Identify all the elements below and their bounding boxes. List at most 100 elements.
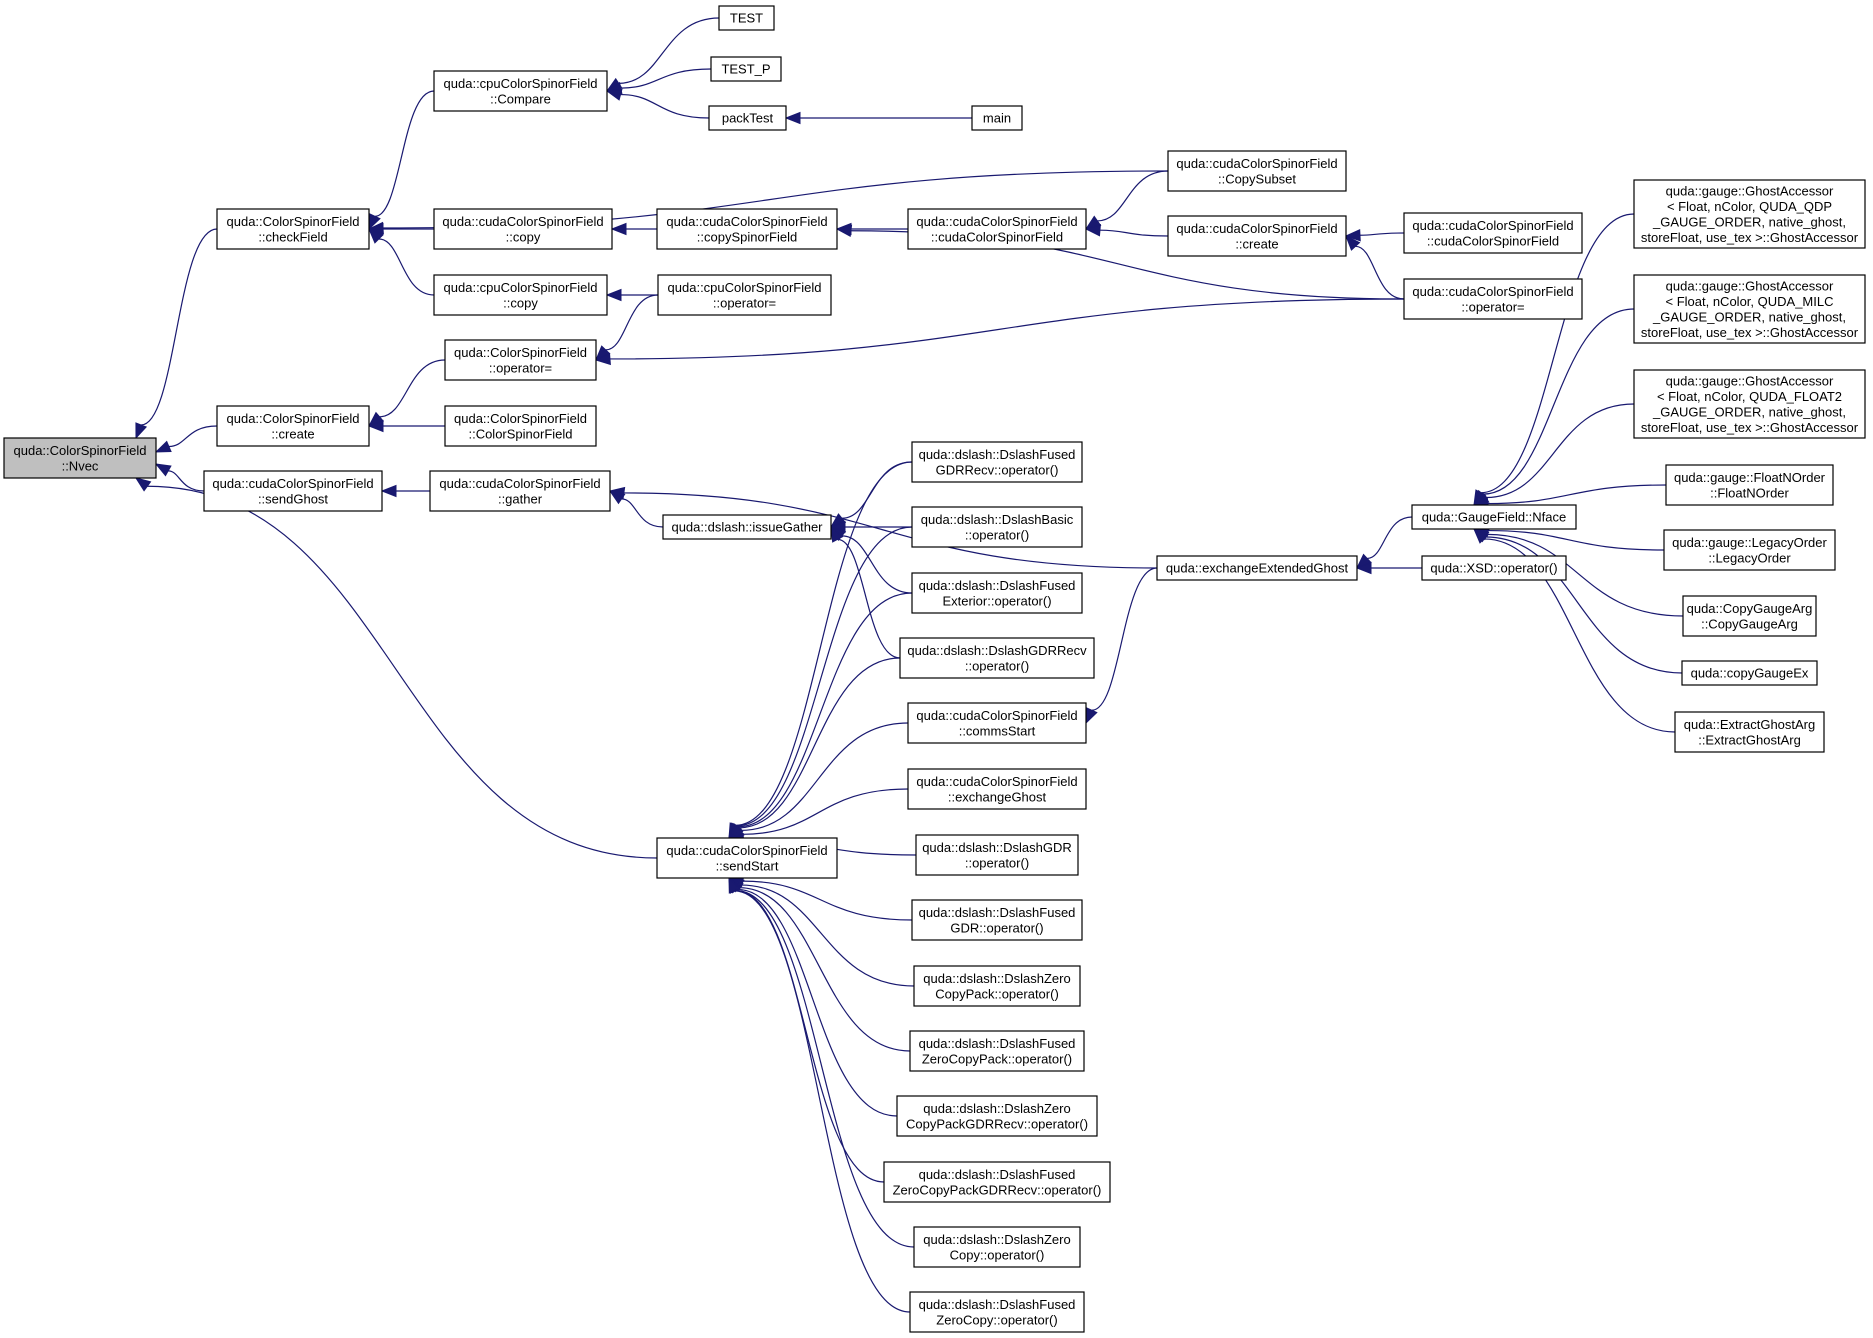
arrowhead-icon	[1355, 561, 1372, 575]
node-checkField[interactable]: quda::ColorSpinorField::checkField	[216, 208, 370, 250]
edge-line	[738, 657, 901, 829]
node-copySubset[interactable]: quda::cudaColorSpinorField::CopySubset	[1167, 150, 1347, 192]
edge-cpuOpEq-to-cpuCopy	[605, 288, 658, 302]
node-csfCreate[interactable]: quda::ColorSpinorField::create	[216, 405, 370, 447]
edge-line	[737, 592, 913, 828]
node-cpuCopy[interactable]: quda::cpuColorSpinorField::copy	[433, 274, 608, 316]
edge-line	[1483, 538, 1676, 733]
node-gather[interactable]: quda::cudaColorSpinorField::gather	[429, 470, 611, 512]
node-box	[911, 899, 1083, 941]
node-sendGhost[interactable]: quda::cudaColorSpinorField::sendGhost	[203, 470, 383, 512]
node-box	[718, 5, 775, 31]
node-csfOpEq[interactable]: quda::ColorSpinorField::operator=	[444, 339, 597, 381]
arrowhead-icon	[830, 525, 844, 543]
node-dGDRRecv[interactable]: quda::dslash::DslashGDRRecv::operator()	[899, 637, 1095, 679]
node-ghostFloat2[interactable]: quda::gauge::GhostAccessor< Float, nColo…	[1633, 369, 1866, 439]
node-floatNOrder[interactable]: quda::gauge::FloatNOrder::FloatNOrder	[1665, 464, 1834, 506]
arrowhead-icon	[1084, 224, 1101, 237]
node-packTest[interactable]: packTest	[708, 105, 787, 131]
node-csfCtor[interactable]: quda::ColorSpinorField::ColorSpinorField	[444, 405, 597, 447]
node-label: quda::GaugeField::Nface	[1422, 510, 1567, 525]
node-dfZeroCopyPackGDRRecv[interactable]: quda::dslash::DslashFusedZeroCopyPackGDR…	[883, 1161, 1111, 1203]
node-box	[216, 405, 370, 447]
node-label: Exterior::operator()	[942, 593, 1051, 608]
node-cudaCopy[interactable]: quda::cudaColorSpinorField::copy	[433, 208, 613, 250]
node-copySpinorField[interactable]: quda::cudaColorSpinorField::copySpinorFi…	[656, 208, 838, 250]
edge-dzCopyPackGDRRecv-to-sendStart	[728, 876, 898, 1117]
node-box	[1674, 711, 1825, 753]
node-label: ZeroCopyPack::operator()	[922, 1051, 1072, 1066]
node-cudaCreate[interactable]: quda::cudaColorSpinorField::create	[1167, 215, 1347, 257]
edge-line	[1487, 529, 1665, 551]
node-label: quda::ColorSpinorField	[454, 411, 587, 426]
node-label: ::operator()	[965, 658, 1029, 673]
node-label: quda::dslash::issueGather	[671, 520, 823, 535]
node-dfExterior[interactable]: quda::dslash::DslashFusedExterior::opera…	[911, 572, 1083, 614]
node-label: ::commsStart	[959, 723, 1036, 738]
node-dfZeroCopy[interactable]: quda::dslash::DslashFusedZeroCopy::opera…	[909, 1291, 1085, 1333]
node-label: quda::ColorSpinorField	[14, 443, 147, 458]
node-label: TEST_P	[721, 62, 770, 77]
node-box	[429, 470, 611, 512]
node-ghostQDP[interactable]: quda::gauge::GhostAccessor< Float, nColo…	[1633, 179, 1866, 249]
node-label: quda::copyGaugeEx	[1691, 666, 1809, 681]
node-dfGDRRecv[interactable]: quda::dslash::DslashFusedGDRRecv::operat…	[911, 441, 1083, 483]
node-extractGhostArg[interactable]: quda::ExtractGhostArg::ExtractGhostArg	[1674, 711, 1825, 753]
node-box	[203, 470, 383, 512]
node-box	[1167, 150, 1347, 192]
node-dfZeroCopyPack[interactable]: quda::dslash::DslashFusedZeroCopyPack::o…	[909, 1030, 1085, 1072]
edge-line	[1097, 170, 1169, 222]
node-test[interactable]: TEST	[718, 5, 775, 31]
node-cudaCtor2[interactable]: quda::cudaColorSpinorField::cudaColorSpi…	[1403, 212, 1583, 254]
node-cudaOpEq[interactable]: quda::cudaColorSpinorField::operator=	[1403, 278, 1583, 320]
node-box	[1665, 464, 1834, 506]
edge-line	[1485, 403, 1635, 499]
node-copyGaugeEx[interactable]: quda::copyGaugeEx	[1681, 660, 1818, 686]
node-exchangeExtendedGhost[interactable]: quda::exchangeExtendedGhost	[1156, 555, 1358, 581]
node-label: quda::cpuColorSpinorField	[444, 280, 598, 295]
node-exchangeGhost[interactable]: quda::cudaColorSpinorField::exchangeGhos…	[907, 768, 1087, 810]
edge-line	[1486, 533, 1684, 617]
edge-csfCtor-to-csfCreate	[367, 419, 445, 433]
node-label: storeFloat, use_tex >::GhostAccessor	[1641, 325, 1859, 340]
node-box	[907, 768, 1087, 810]
node-ghostMILC[interactable]: quda::gauge::GhostAccessor< Float, nColo…	[1633, 274, 1866, 344]
node-issueGather[interactable]: quda::dslash::issueGather	[662, 514, 832, 540]
edge-line	[168, 425, 218, 448]
node-sendStart[interactable]: quda::cudaColorSpinorField::sendStart	[656, 837, 838, 879]
node-main[interactable]: main	[971, 105, 1023, 131]
node-label: TEST	[730, 11, 763, 26]
edge-line	[739, 887, 911, 1052]
node-label: quda::cudaColorSpinorField	[666, 214, 827, 229]
node-nface[interactable]: quda::GaugeField::Nface	[1411, 504, 1577, 530]
node-box	[1663, 529, 1836, 571]
node-cudaCtor[interactable]: quda::cudaColorSpinorField::cudaColorSpi…	[907, 208, 1087, 250]
node-dGDR[interactable]: quda::dslash::DslashGDR::operator()	[915, 834, 1079, 876]
node-xsdOp[interactable]: quda::XSD::operator()	[1421, 555, 1567, 581]
node-box	[907, 702, 1087, 744]
arrowhead-icon	[835, 224, 853, 237]
node-label: quda::dslash::DslashBasic	[921, 512, 1074, 527]
node-label: quda::gauge::LegacyOrder	[1672, 535, 1827, 550]
node-testP[interactable]: TEST_P	[710, 56, 782, 82]
node-label: ::CopyGaugeArg	[1701, 616, 1798, 631]
node-dzCopyPackGDRRecv[interactable]: quda::dslash::DslashZeroCopyPackGDRRecv:…	[896, 1095, 1098, 1137]
node-cpuOpEq[interactable]: quda::cpuColorSpinorField::operator=	[657, 274, 832, 316]
edge-dfZeroCopyPack-to-sendStart	[728, 877, 911, 1052]
node-dBasic[interactable]: quda::dslash::DslashBasic::operator()	[911, 506, 1083, 548]
node-cpuCompare[interactable]: quda::cpuColorSpinorField::Compare	[433, 70, 608, 112]
node-box	[911, 506, 1083, 548]
arrowhead-icon	[728, 876, 741, 894]
edges-layer	[134, 17, 1684, 1313]
node-box	[1411, 504, 1577, 530]
node-commsStart[interactable]: quda::cudaColorSpinorField::commsStart	[907, 702, 1087, 744]
edge-dGDRRecv-to-sendStart	[728, 657, 901, 839]
node-legacyOrder[interactable]: quda::gauge::LegacyOrder::LegacyOrder	[1663, 529, 1836, 571]
node-label: quda::cudaColorSpinorField	[1176, 221, 1337, 236]
node-box	[708, 105, 787, 131]
node-copyGaugeArg[interactable]: quda::CopyGaugeArg::CopyGaugeArg	[1682, 595, 1817, 637]
arrowhead-icon	[1344, 229, 1361, 242]
node-dzCopyPack[interactable]: quda::dslash::DslashZeroCopyPack::operat…	[913, 965, 1081, 1007]
